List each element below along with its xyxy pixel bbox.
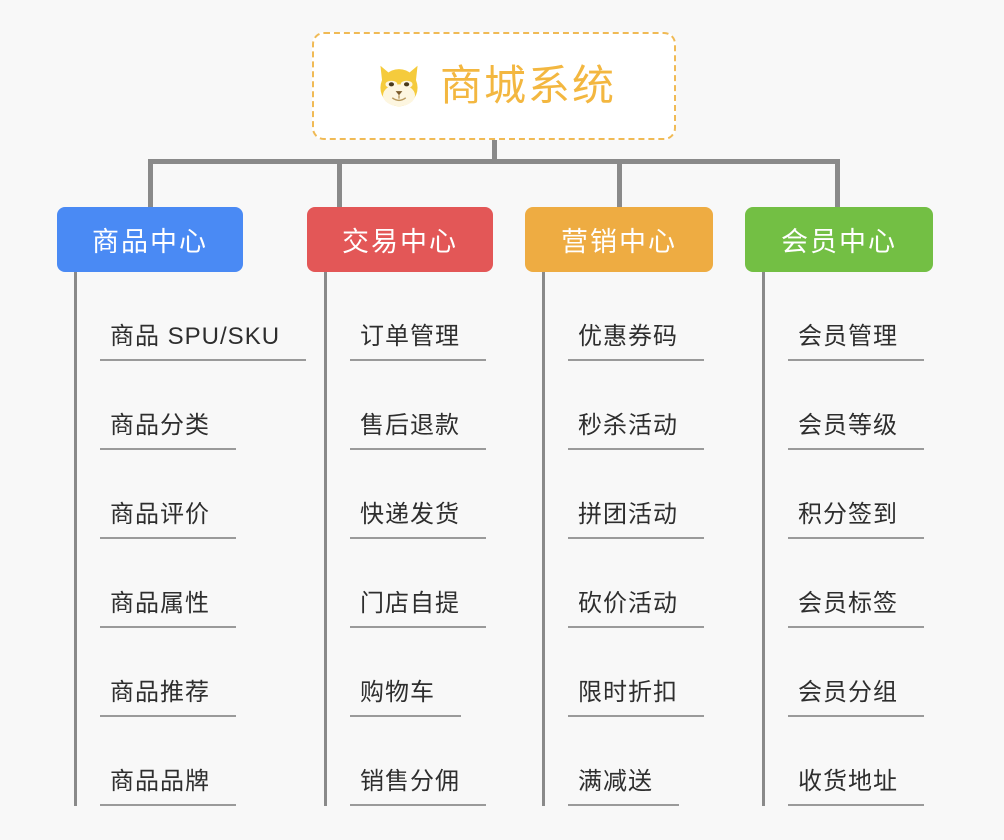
list-item[interactable]: 购物车 <box>327 628 537 717</box>
root-title: 商城系统 <box>439 62 616 109</box>
category-header-trade[interactable]: 交易中心 <box>307 207 493 272</box>
list-item[interactable]: 售后退款 <box>327 361 537 450</box>
category-column-product: 商品中心 商品 SPU/SKU 商品分类 商品评价 商品属性 商品推荐 商品品牌 <box>57 207 307 806</box>
list-item-label: 商品推荐 <box>100 679 236 717</box>
list-item[interactable]: 秒杀活动 <box>545 361 755 450</box>
connector-drop-1 <box>148 159 153 207</box>
list-item-label: 商品品牌 <box>100 768 236 806</box>
list-item-label: 订单管理 <box>350 323 486 361</box>
list-item-label: 拼团活动 <box>568 501 704 539</box>
connector-bus <box>148 159 840 164</box>
list-item-label: 秒杀活动 <box>568 412 704 450</box>
list-item-label: 商品分类 <box>100 412 236 450</box>
list-item[interactable]: 积分签到 <box>765 450 975 539</box>
list-item[interactable]: 优惠券码 <box>545 272 755 361</box>
list-item[interactable]: 门店自提 <box>327 539 537 628</box>
list-item-label: 收货地址 <box>788 768 924 806</box>
list-item-label: 砍价活动 <box>568 590 704 628</box>
list-item[interactable]: 拼团活动 <box>545 450 755 539</box>
category-header-member[interactable]: 会员中心 <box>745 207 933 272</box>
list-item[interactable]: 订单管理 <box>327 272 537 361</box>
connector-drop-2 <box>337 159 342 207</box>
list-item-label: 快递发货 <box>350 501 486 539</box>
leaf-list-marketing: 优惠券码 秒杀活动 拼团活动 砍价活动 限时折扣 满减送 <box>542 272 755 806</box>
list-item-label: 商品 SPU/SKU <box>100 323 307 361</box>
list-item-label: 满减送 <box>568 768 679 806</box>
category-header-product[interactable]: 商品中心 <box>57 207 243 272</box>
list-item-label: 销售分佣 <box>350 768 486 806</box>
root-node[interactable]: 商城系统 <box>312 32 676 140</box>
list-item[interactable]: 商品分类 <box>77 361 287 450</box>
list-item[interactable]: 商品品牌 <box>77 717 287 806</box>
list-item[interactable]: 会员标签 <box>765 539 975 628</box>
list-item[interactable]: 商品属性 <box>77 539 287 628</box>
list-item-label: 优惠券码 <box>568 323 704 361</box>
shiba-dog-face-icon <box>380 65 418 107</box>
list-item-label: 商品评价 <box>100 501 236 539</box>
list-item-label: 会员管理 <box>788 323 924 361</box>
leaf-list-trade: 订单管理 售后退款 快递发货 门店自提 购物车 销售分佣 <box>324 272 537 806</box>
list-item[interactable]: 商品评价 <box>77 450 287 539</box>
leaf-list-member: 会员管理 会员等级 积分签到 会员标签 会员分组 收货地址 <box>762 272 975 806</box>
list-item[interactable]: 满减送 <box>545 717 755 806</box>
category-header-marketing[interactable]: 营销中心 <box>525 207 713 272</box>
list-item[interactable]: 快递发货 <box>327 450 537 539</box>
category-column-member: 会员中心 会员管理 会员等级 积分签到 会员标签 会员分组 收货地址 <box>745 207 975 806</box>
list-item-label: 会员等级 <box>788 412 924 450</box>
connector-drop-4 <box>835 159 840 207</box>
list-item[interactable]: 会员分组 <box>765 628 975 717</box>
list-item[interactable]: 砍价活动 <box>545 539 755 628</box>
list-item[interactable]: 收货地址 <box>765 717 975 806</box>
list-item[interactable]: 商品推荐 <box>77 628 287 717</box>
connector-drop-3 <box>617 159 622 207</box>
list-item[interactable]: 会员管理 <box>765 272 975 361</box>
list-item[interactable]: 销售分佣 <box>327 717 537 806</box>
list-item[interactable]: 会员等级 <box>765 361 975 450</box>
list-item[interactable]: 商品 SPU/SKU <box>77 272 307 361</box>
list-item-label: 会员分组 <box>788 679 924 717</box>
category-column-trade: 交易中心 订单管理 售后退款 快递发货 门店自提 购物车 销售分佣 <box>307 207 537 806</box>
list-item-label: 购物车 <box>350 679 461 717</box>
list-item-label: 商品属性 <box>100 590 236 628</box>
list-item-label: 会员标签 <box>788 590 924 628</box>
list-item-label: 限时折扣 <box>568 679 704 717</box>
list-item-label: 积分签到 <box>788 501 924 539</box>
connector-stem <box>492 140 497 162</box>
list-item-label: 门店自提 <box>350 590 486 628</box>
list-item-label: 售后退款 <box>350 412 486 450</box>
category-column-marketing: 营销中心 优惠券码 秒杀活动 拼团活动 砍价活动 限时折扣 满减送 <box>525 207 755 806</box>
leaf-list-product: 商品 SPU/SKU 商品分类 商品评价 商品属性 商品推荐 商品品牌 <box>74 272 307 806</box>
list-item[interactable]: 限时折扣 <box>545 628 755 717</box>
